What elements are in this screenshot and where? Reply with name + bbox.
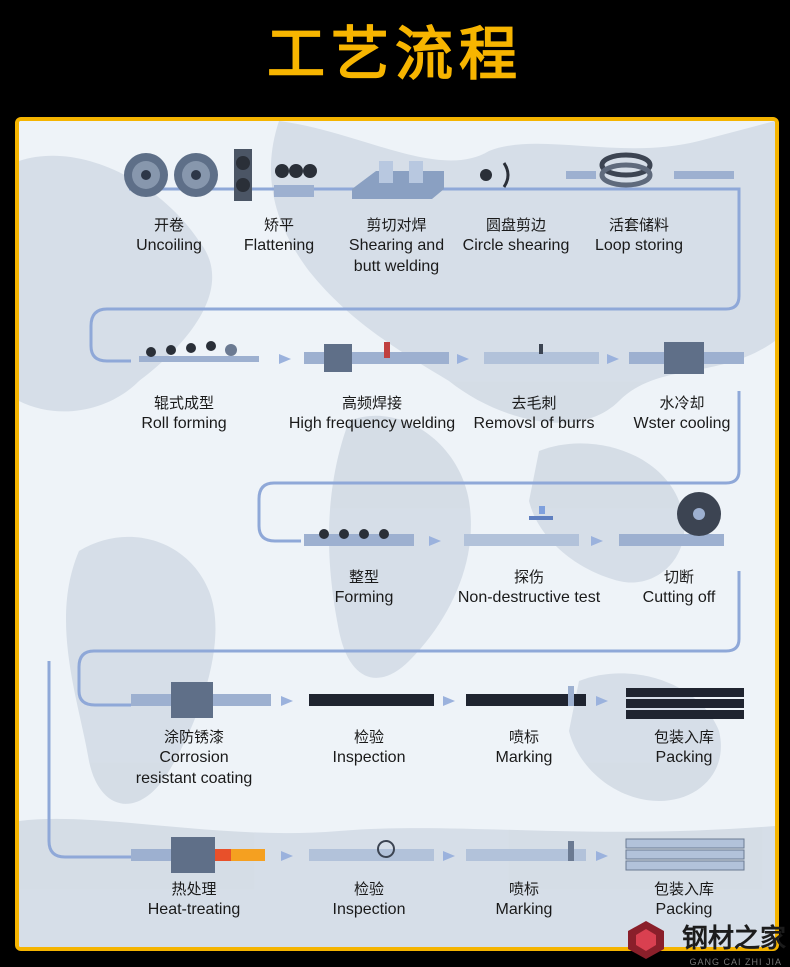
marking-icon-2 [466, 841, 586, 861]
watermark-subtext: GANG CAI ZHI JIA [689, 957, 782, 967]
row1-illustration [124, 149, 734, 201]
row2-illustration [139, 341, 744, 374]
row5-illustration [131, 837, 745, 873]
inspection-icon-2 [309, 840, 434, 861]
cutting-icon [619, 492, 724, 546]
page-title: 工艺流程 [266, 20, 523, 88]
row4-illustration [131, 682, 744, 719]
packing-icon-2 [625, 838, 745, 871]
water-cooling-icon [629, 342, 744, 374]
watermark: 钢材之家 GANG CAI ZHI JIA [620, 911, 790, 967]
circle-shearing-icon [480, 162, 510, 188]
shearing-welding-icon [352, 161, 444, 199]
packing-icon [626, 688, 744, 719]
flattening-icon [234, 149, 317, 201]
ndt-icon [464, 506, 579, 546]
watermark-text: 钢材之家 [681, 924, 786, 954]
heat-treating-icon [131, 837, 265, 873]
marking-icon [466, 686, 586, 706]
roll-forming-icon [139, 341, 259, 362]
welding-icon [304, 342, 449, 372]
uncoiling-icon [124, 153, 218, 197]
coating-icon [131, 682, 271, 718]
watermark-logo-icon [628, 921, 664, 959]
row3-illustration [304, 492, 724, 546]
forming-icon [304, 529, 414, 546]
inspection-icon [309, 694, 434, 706]
burr-removal-icon [484, 344, 599, 364]
loop-storing-icon [566, 152, 734, 188]
